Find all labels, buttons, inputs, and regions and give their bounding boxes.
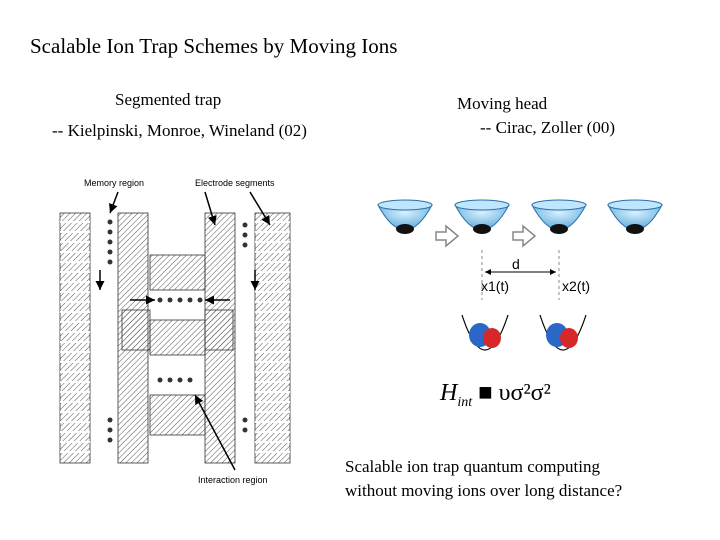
ion-wells (461, 314, 587, 351)
conclusion-text: Scalable ion trap quantum computing with… (345, 455, 622, 503)
moving-head-heading: Moving head (457, 94, 548, 113)
hamiltonian-expression: ■ υσ²σ² (478, 380, 551, 406)
conclusion-line-1: Scalable ion trap quantum computing (345, 457, 600, 476)
trap-bowl-icon (454, 199, 510, 234)
move-arrow-icon (435, 224, 460, 248)
electrode-column-left (59, 212, 149, 464)
position-x1-label: x1(t) (481, 278, 509, 294)
trap-bowl-icon (531, 199, 587, 234)
hamiltonian-symbol: H (440, 380, 458, 406)
hamiltonian-subscript: int (457, 394, 473, 410)
memory-region-label: Memory region (84, 178, 145, 188)
trap-bowl-icon (607, 199, 663, 234)
interaction-hamiltonian: Hint ■ υσ²σ² (440, 380, 551, 411)
move-arrow-icons (435, 224, 537, 248)
position-x2-label: x2(t) (562, 278, 590, 294)
ion-chain-center (157, 297, 203, 383)
segmented-trap-heading: Segmented trap (115, 90, 222, 109)
ion-chain-right (242, 222, 248, 433)
interaction-region-label: Interaction region (198, 475, 268, 485)
electrode-center (121, 254, 234, 436)
move-arrow-icon (512, 224, 537, 248)
conclusion-line-2: without moving ions over long distance? (345, 481, 623, 500)
pointer-arrows (95, 191, 271, 471)
moving-head-credit: -- Cirac, Zoller (00) (480, 118, 615, 137)
distance-label: d (512, 256, 520, 272)
segmented-trap-credit: -- Kielpinski, Monroe, Wineland (02) (52, 121, 307, 140)
trap-bowl-icon (377, 199, 433, 234)
ion-chain-left (107, 219, 113, 443)
guide-lines (481, 250, 560, 300)
electrode-segments-label: Electrode segments (195, 178, 275, 188)
trap-potential-icons (377, 199, 663, 234)
slide-title: Scalable Ion Trap Schemes by Moving Ions (30, 34, 398, 58)
